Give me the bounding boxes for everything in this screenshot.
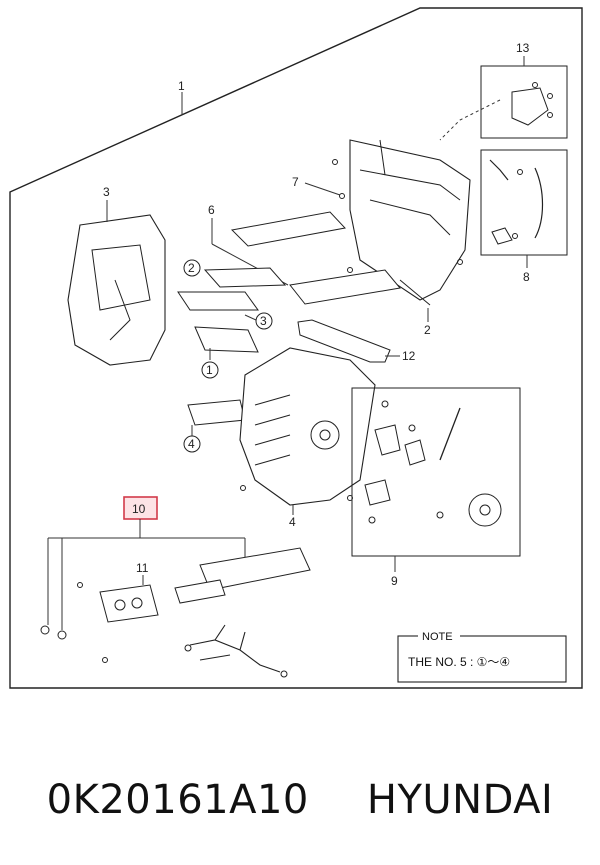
callout-4: 4 (289, 515, 296, 529)
part-3-left-case (67, 200, 166, 366)
note-box: NOTE THE NO. 5 : ①～④ (397, 629, 567, 683)
diagram-frame (9, 7, 583, 689)
callout-9: 9 (391, 574, 398, 588)
callout-1: 1 (178, 79, 185, 93)
circled-1: 1 (206, 363, 213, 377)
part-2-upper-housing (332, 139, 471, 322)
note-title: NOTE (422, 631, 453, 643)
callout-2: 2 (424, 323, 431, 337)
part-12-gasket (297, 319, 391, 363)
part-4-heater-case (239, 347, 376, 515)
circled-4: 4 (188, 437, 195, 451)
callout-6: 6 (208, 203, 215, 217)
part-10-duct-assembly (40, 547, 311, 640)
part-number: 0K20161A10 (46, 777, 309, 823)
note-text: THE NO. 5 : ①～④ (408, 655, 510, 669)
circled-3: 3 (260, 314, 267, 328)
callout-12: 12 (402, 349, 416, 363)
part-9-box (351, 387, 521, 572)
callout-11: 11 (136, 561, 149, 575)
exploded-parts-diagram: 1 13 8 2 7 (9, 7, 583, 689)
part-13-box (439, 56, 568, 141)
brand-name: HYUNDAI (366, 777, 554, 823)
part-11-resistor (77, 575, 159, 663)
part-8-box (480, 149, 568, 268)
wiring-harness (189, 624, 281, 673)
callout-7: 7 (292, 175, 299, 189)
caption: 0K20161A10 HYUNDAI (0, 770, 600, 830)
callout-8: 8 (523, 270, 530, 284)
callout-3: 3 (103, 185, 110, 199)
callout-13: 13 (516, 41, 530, 55)
circled-2: 2 (188, 261, 195, 275)
callout-10: 10 (132, 502, 146, 516)
